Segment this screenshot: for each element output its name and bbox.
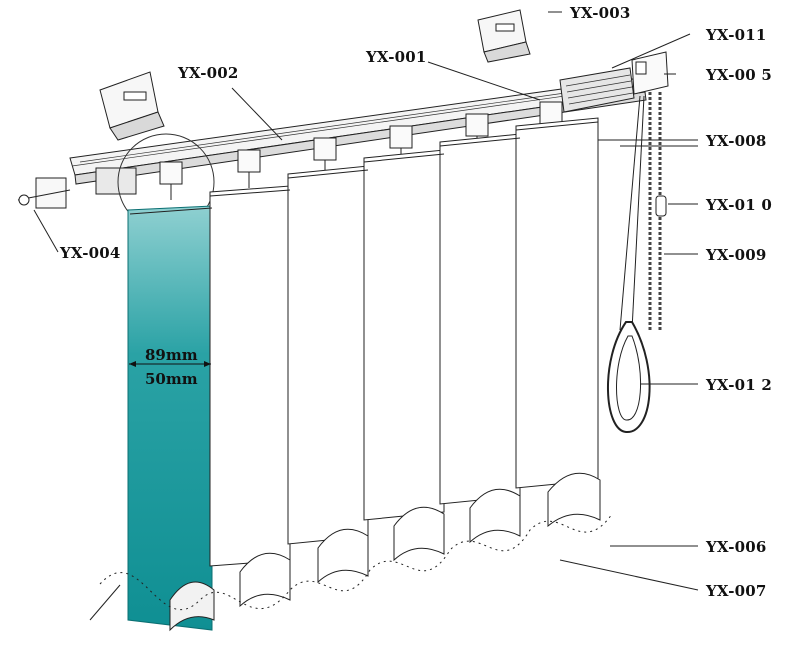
label-yx009: YX-009 — [706, 246, 767, 264]
head-rail — [69, 77, 647, 185]
wand-cord — [607, 95, 651, 434]
label-yx002: YX-002 — [178, 64, 239, 82]
control-chain — [648, 92, 667, 330]
slat-highlighted — [127, 205, 213, 631]
right-end-cap — [631, 51, 669, 95]
label-yx008: YX-008 — [706, 132, 767, 150]
width-dimension — [129, 361, 211, 367]
slat-width-wide: 89mm — [145, 346, 198, 364]
slats — [127, 117, 599, 631]
label-yx001: YX-001 — [366, 48, 427, 66]
leader-lines — [33, 11, 699, 591]
chain-connector — [655, 195, 667, 217]
label-yx007: YX-007 — [706, 582, 767, 600]
bracket-yx003 — [477, 9, 531, 63]
bottom-chain — [99, 513, 613, 610]
label-yx004: YX-004 — [60, 244, 121, 262]
slat-width-narrow: 50mm — [145, 370, 198, 388]
label-yx005: YX-00 5 — [706, 66, 772, 84]
label-yx003: YX-003 — [570, 4, 631, 22]
label-yx010: YX-01 0 — [706, 196, 772, 214]
label-yx006: YX-006 — [706, 538, 767, 556]
bottom-weights — [169, 472, 601, 632]
label-yx011: YX-011 — [706, 26, 767, 44]
left-end-cap — [17, 167, 137, 209]
tilt-mechanism-housing — [559, 67, 635, 113]
bracket-yx002 — [99, 71, 165, 141]
label-yx012: YX-01 2 — [706, 376, 772, 394]
carriers — [159, 101, 563, 200]
